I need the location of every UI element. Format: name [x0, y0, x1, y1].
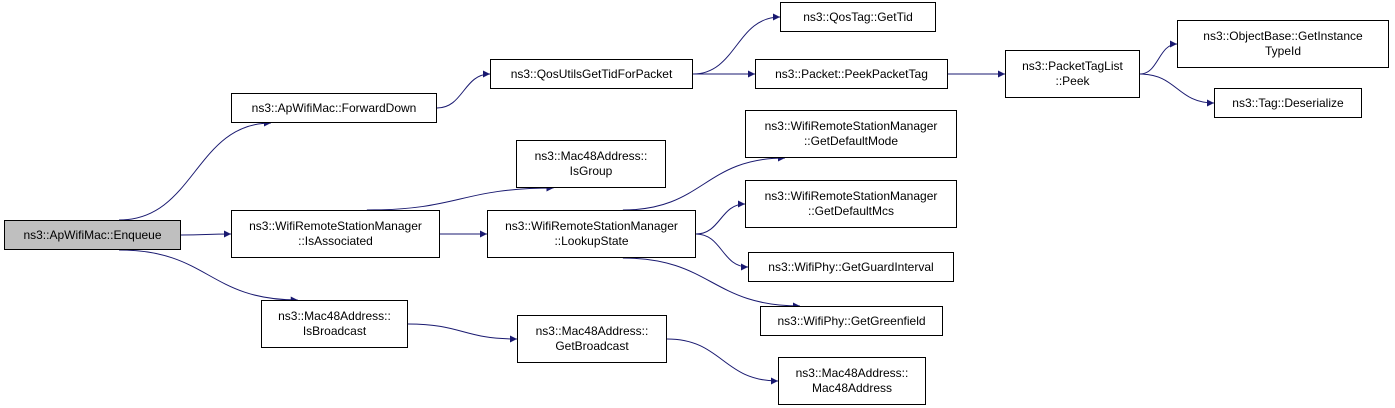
- node-label: ns3::ObjectBase::GetInstance: [1203, 29, 1363, 43]
- node-label: ns3::Mac48Address::: [278, 309, 391, 323]
- edge-tag-list-peek-to-get-instance-typeid: [1139, 40, 1178, 75]
- edge-is-broadcast-to-get-broadcast: [407, 323, 518, 343]
- node-label: ::Peek: [1055, 74, 1090, 88]
- edge-lookup-state-to-get-default-mode: [622, 154, 786, 211]
- node-label: ns3::QosTag::GetTid: [803, 9, 913, 24]
- node-peek-packet-tag[interactable]: ns3::Packet::PeekPacketTag: [755, 59, 948, 89]
- node-label: ::GetDefaultMcs: [807, 204, 895, 218]
- node-label: ns3::PacketTagList: [1022, 59, 1123, 73]
- node-get-default-mcs[interactable]: ns3::WifiRemoteStationManager::GetDefaul…: [745, 180, 957, 228]
- node-label: ::IsAssociated: [298, 234, 373, 248]
- node-label: IsBroadcast: [302, 324, 367, 338]
- node-label: ns3::WifiRemoteStationManager: [249, 219, 422, 233]
- edge-enqueue-to-is-broadcast: [119, 249, 298, 304]
- node-get-guard-interval[interactable]: ns3::WifiPhy::GetGuardInterval: [748, 252, 954, 282]
- node-is-associated[interactable]: ns3::WifiRemoteStationManager::IsAssocia…: [231, 210, 440, 258]
- node-label: ns3::Mac48Address::: [795, 366, 909, 380]
- edge-get-broadcast-to-mac48-ctor: [666, 338, 779, 385]
- node-label: ns3::Mac48Address::: [535, 324, 649, 338]
- node-mac48-ctor[interactable]: ns3::Mac48Address::Mac48Address: [778, 357, 926, 405]
- edge-qos-get-tid-to-qostag-get-tid: [692, 13, 781, 75]
- node-label: GetBroadcast: [555, 339, 629, 353]
- node-get-broadcast[interactable]: ns3::Mac48Address::GetBroadcast: [517, 315, 667, 363]
- node-label: ::LookupState: [554, 234, 629, 248]
- node-label: ns3::WifiRemoteStationManager: [505, 219, 678, 233]
- edge-forward-down-to-qos-get-tid: [436, 70, 491, 109]
- node-label: ns3::QosUtilsGetTidForPacket: [510, 66, 673, 81]
- node-label: TypeId: [1264, 44, 1302, 58]
- edge-enqueue-to-forward-down: [119, 119, 272, 221]
- node-label: ns3::WifiPhy::GetGuardInterval: [768, 259, 934, 274]
- edge-lookup-state-to-get-guard-interval: [695, 233, 749, 271]
- edge-lookup-state-to-get-default-mcs: [695, 200, 746, 235]
- node-label: ns3::Packet::PeekPacketTag: [775, 66, 928, 81]
- node-tag-list-peek[interactable]: ns3::PacketTagList::Peek: [1005, 50, 1140, 98]
- edge-is-associated-to-is-group: [366, 184, 554, 211]
- edge-tag-list-peek-to-tag-deserialize: [1139, 73, 1215, 107]
- node-label: Mac48Address: [811, 381, 893, 395]
- node-label: ns3::WifiRemoteStationManager: [764, 189, 938, 203]
- node-label: IsGroup: [569, 164, 613, 178]
- node-label: ns3::Mac48Address::: [534, 149, 648, 163]
- node-label: ns3::WifiPhy::GetGreenfield: [777, 313, 926, 328]
- node-get-default-mode[interactable]: ns3::WifiRemoteStationManager::GetDefaul…: [745, 110, 957, 158]
- node-label: ns3::WifiRemoteStationManager: [764, 119, 938, 133]
- node-label: ns3::Tag::Deserialize: [1232, 95, 1344, 110]
- node-qostag-get-tid[interactable]: ns3::QosTag::GetTid: [780, 2, 936, 32]
- edge-lookup-state-to-get-greenfield: [622, 257, 801, 310]
- node-is-group[interactable]: ns3::Mac48Address::IsGroup: [516, 140, 666, 188]
- node-is-broadcast[interactable]: ns3::Mac48Address::IsBroadcast: [261, 300, 408, 348]
- edge-enqueue-to-is-associated: [180, 230, 232, 238]
- node-forward-down[interactable]: ns3::ApWifiMac::ForwardDown: [231, 93, 437, 123]
- node-qos-get-tid[interactable]: ns3::QosUtilsGetTidForPacket: [490, 59, 693, 89]
- node-label: ns3::ApWifiMac::ForwardDown: [251, 100, 417, 115]
- node-label: ::GetDefaultMode: [803, 134, 899, 148]
- node-label: ns3::ApWifiMac::Enqueue: [23, 227, 162, 242]
- node-lookup-state[interactable]: ns3::WifiRemoteStationManager::LookupSta…: [487, 210, 696, 258]
- node-enqueue[interactable]: ns3::ApWifiMac::Enqueue: [4, 220, 181, 250]
- node-get-greenfield[interactable]: ns3::WifiPhy::GetGreenfield: [760, 306, 943, 336]
- node-tag-deserialize[interactable]: ns3::Tag::Deserialize: [1214, 88, 1362, 118]
